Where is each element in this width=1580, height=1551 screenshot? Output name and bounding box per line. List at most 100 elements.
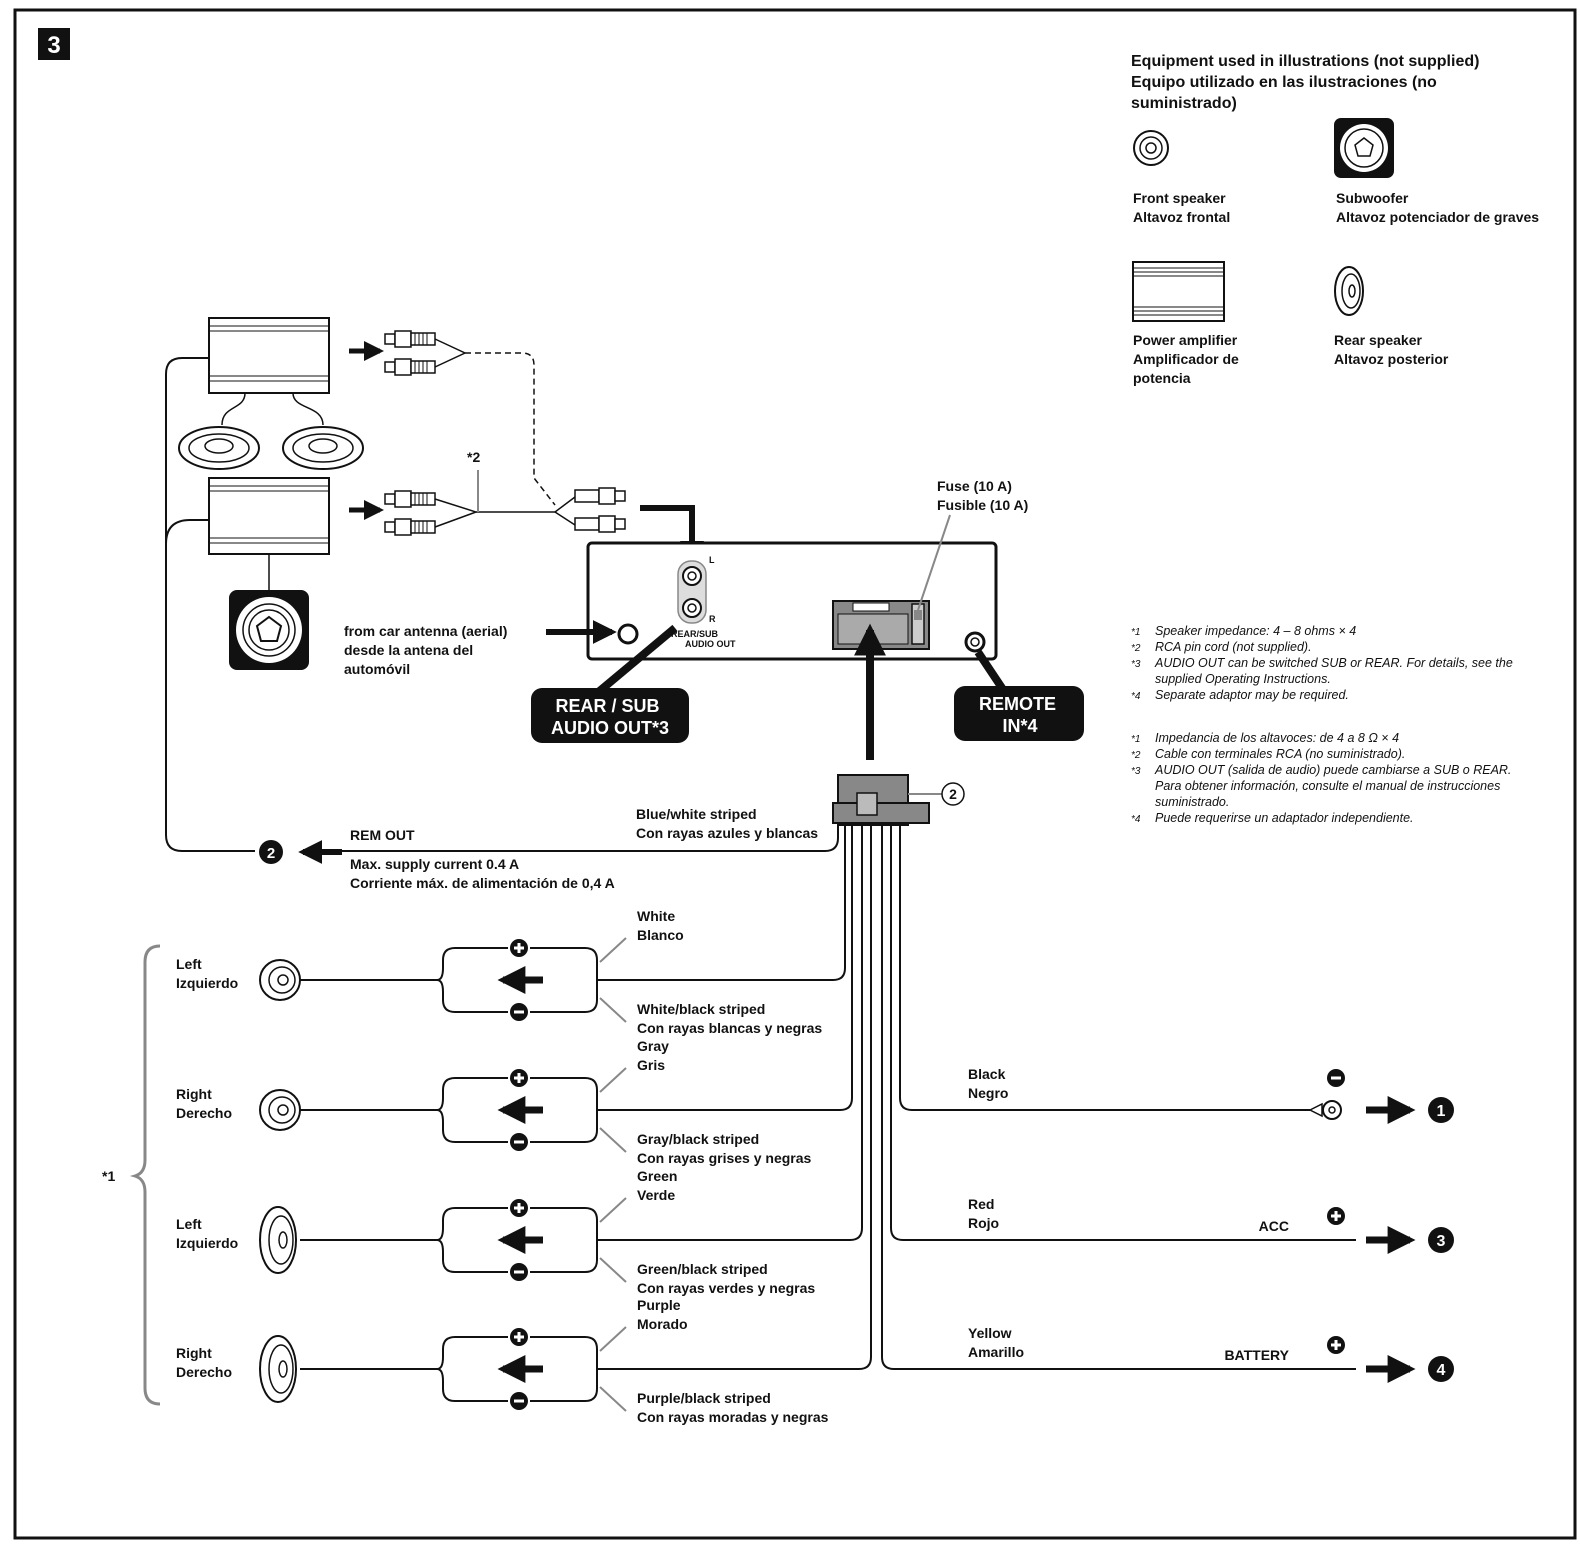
front-power-amplifier bbox=[208, 317, 330, 394]
footnote-text: AUDIO OUT can be switched SUB or REAR. F… bbox=[1154, 656, 1513, 686]
terminal-number-badge: 4 bbox=[1428, 1356, 1454, 1382]
harness-connector: 2 bbox=[832, 774, 965, 826]
front-speaker-icon bbox=[1133, 130, 1169, 166]
jack-audio-out-label: REAR/SUB AUDIO OUT bbox=[671, 629, 736, 649]
plus-icon bbox=[510, 1069, 528, 1087]
footnote-mark: *3 bbox=[1131, 659, 1141, 670]
power-terminal-label: ACC bbox=[1259, 1218, 1289, 1234]
rear-power-amplifier bbox=[208, 477, 330, 555]
plus-icon bbox=[510, 1328, 528, 1346]
terminal-number-badge: 3 bbox=[1428, 1227, 1454, 1253]
plus-icon bbox=[510, 939, 528, 957]
footnote-mark: *4 bbox=[1131, 691, 1141, 702]
legend: Equipment used in illustrations (not sup… bbox=[1131, 53, 1539, 386]
footnote-text: Speaker impedance: 4 – 8 ohms × 4 bbox=[1155, 624, 1356, 638]
legend-power-amplifier-label: Power amplifier Amplificador de potencia bbox=[1133, 332, 1243, 386]
front-speaker-left-icon bbox=[178, 426, 260, 470]
minus-icon bbox=[510, 1133, 528, 1151]
footnote-mark: *1 bbox=[1131, 734, 1140, 745]
rca-plugs-upper bbox=[349, 330, 556, 506]
section-number: 3 bbox=[47, 32, 60, 59]
rca-plugs-lower: *2 bbox=[349, 449, 704, 565]
svg-text:2: 2 bbox=[267, 845, 275, 862]
front-speaker-icon bbox=[259, 1089, 301, 1131]
subwoofer-diagram-icon bbox=[229, 590, 309, 670]
footnote-mark: *3 bbox=[1131, 766, 1141, 777]
footnote-text: RCA pin cord (not supplied). bbox=[1155, 640, 1312, 654]
diagram-frame bbox=[13, 8, 1577, 1540]
footnote-text: Separate adaptor may be required. bbox=[1155, 688, 1349, 702]
footnotes: *1 Speaker impedance: 4 – 8 ohms × 4 *2 RCA… bbox=[1131, 624, 1513, 825]
footnote-mark: *2 bbox=[1131, 643, 1141, 654]
max-current-label: Max. supply current 0.4 A Corriente máx.… bbox=[350, 856, 615, 891]
rca-cord-note-mark: *2 bbox=[467, 449, 480, 465]
legend-front-speaker-label: Front speaker Altavoz frontal bbox=[1133, 190, 1230, 225]
remote-in-jack bbox=[964, 631, 986, 653]
blue-white-wire-label: Blue/white striped Con rayas azules y bl… bbox=[636, 806, 818, 841]
jack-r-label: R bbox=[709, 614, 716, 624]
plus-icon bbox=[1327, 1207, 1345, 1225]
harness-wire-bundle bbox=[308, 825, 1356, 1370]
connector-number: 2 bbox=[949, 786, 957, 802]
footnote-mark: *4 bbox=[1131, 814, 1141, 825]
jack-l-label: L bbox=[709, 555, 715, 565]
subwoofer-icon bbox=[1334, 118, 1394, 178]
rear-speaker-icon bbox=[1334, 266, 1364, 316]
impedance-note-mark: *1 bbox=[102, 1168, 115, 1184]
svg-text:REAR / SUB AUDIO OUT*3: REAR / SUB AUDIO OUT*3 bbox=[551, 696, 669, 738]
plus-icon bbox=[510, 1199, 528, 1217]
footnote-text: Impedancia de los altavoces: de 4 a 8 Ω … bbox=[1155, 731, 1399, 745]
rem-out-wire bbox=[165, 357, 255, 852]
fuse-label: Fuse (10 A) Fusible (10 A) bbox=[937, 478, 1028, 513]
minus-icon bbox=[510, 1003, 528, 1021]
terminal-number: 4 bbox=[1437, 1362, 1446, 1379]
power-terminal-label: BATTERY bbox=[1224, 1347, 1289, 1363]
footnote-text: Cable con terminales RCA (no suministrad… bbox=[1155, 747, 1405, 761]
minus-icon bbox=[1327, 1069, 1345, 1087]
legend-subwoofer-label: Subwoofer Altavoz potenciador de graves bbox=[1336, 190, 1539, 225]
rear-sub-audio-out-badge: REAR / SUB AUDIO OUT*3 bbox=[531, 688, 689, 743]
svg-text:REMOTE IN*4: REMOTE IN*4 bbox=[979, 694, 1061, 736]
terminal-number-badge: 1 bbox=[1428, 1097, 1454, 1123]
footnote-mark: *2 bbox=[1131, 750, 1141, 761]
footnote-mark: *1 bbox=[1131, 627, 1140, 638]
antenna-label: from car antenna (aerial) desde la anten… bbox=[344, 623, 511, 677]
terminal-number: 3 bbox=[1437, 1233, 1446, 1250]
antenna-jack bbox=[617, 623, 639, 645]
rear-speaker-icon bbox=[259, 1335, 297, 1403]
ground-ring-terminal-icon bbox=[1308, 1100, 1342, 1120]
remote-in-badge: REMOTE IN*4 bbox=[954, 686, 1084, 741]
minus-icon bbox=[510, 1263, 528, 1281]
terminal-number: 1 bbox=[1437, 1103, 1446, 1120]
head-unit: L R REAR/SUB AUDIO OUT bbox=[586, 541, 998, 661]
rear-speaker-icon bbox=[259, 1206, 297, 1274]
front-speaker-right-icon bbox=[282, 426, 364, 470]
section-badge: 3 bbox=[38, 28, 70, 60]
legend-rear-speaker-label: Rear speaker Altavoz posterior bbox=[1334, 332, 1449, 367]
rem-out-terminal: 2 bbox=[259, 840, 283, 864]
